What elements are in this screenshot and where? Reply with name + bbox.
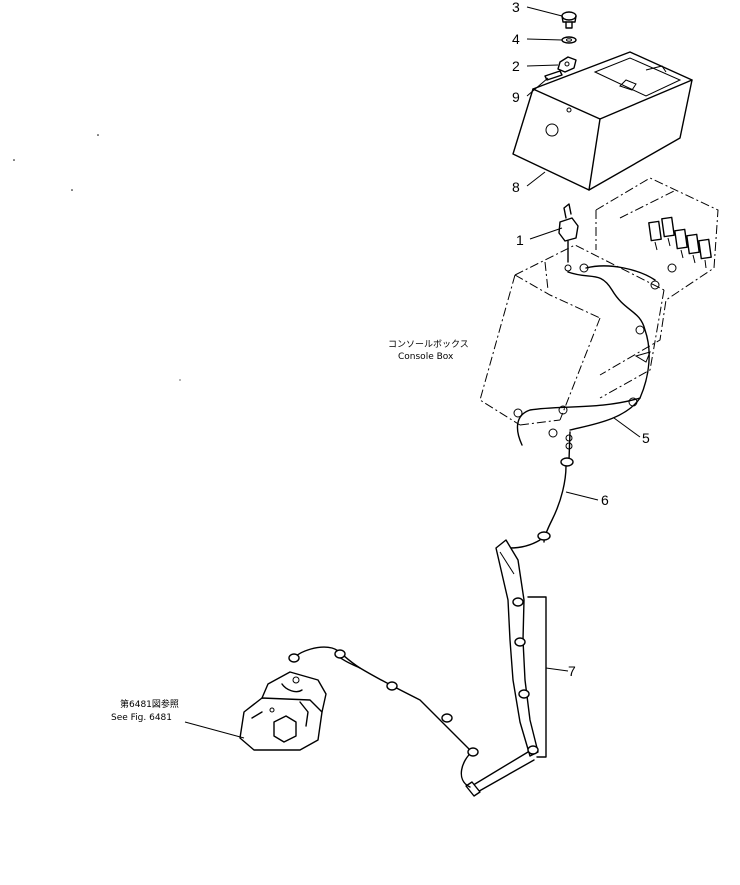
callout-2: 2 bbox=[512, 58, 520, 74]
callout-8: 8 bbox=[512, 179, 520, 195]
console-cover bbox=[512, 51, 693, 191]
washer-part bbox=[561, 36, 577, 44]
harness-6 bbox=[509, 431, 574, 549]
bolt-part bbox=[561, 11, 577, 29]
callout-9: 9 bbox=[512, 89, 520, 105]
harness-lower-left bbox=[288, 646, 479, 788]
connector-block bbox=[239, 671, 327, 751]
callout-6: 6 bbox=[601, 492, 609, 508]
callout-3: 3 bbox=[512, 0, 520, 15]
bracket-part bbox=[557, 56, 577, 73]
relay-cluster bbox=[648, 216, 712, 269]
see-fig-label-jp: 第6481図参照 bbox=[120, 698, 179, 710]
harness-5 bbox=[513, 263, 677, 446]
callout-1: 1 bbox=[516, 232, 524, 248]
switch-part bbox=[558, 203, 579, 272]
callout-5: 5 bbox=[642, 430, 650, 446]
leader-lines bbox=[184, 6, 641, 739]
callout-7: 7 bbox=[568, 663, 576, 679]
callout-4: 4 bbox=[512, 31, 520, 47]
console-box bbox=[479, 244, 665, 426]
stray-marks bbox=[13, 134, 181, 381]
see-fig-label-en: See Fig. 6481 bbox=[111, 713, 172, 723]
console-box-label-en: Console Box bbox=[398, 352, 454, 362]
console-box-label-jp: コンソールボックス bbox=[388, 339, 469, 350]
side-panel-outline bbox=[595, 177, 719, 376]
plate-part bbox=[544, 70, 563, 81]
harness-7 bbox=[465, 539, 547, 797]
